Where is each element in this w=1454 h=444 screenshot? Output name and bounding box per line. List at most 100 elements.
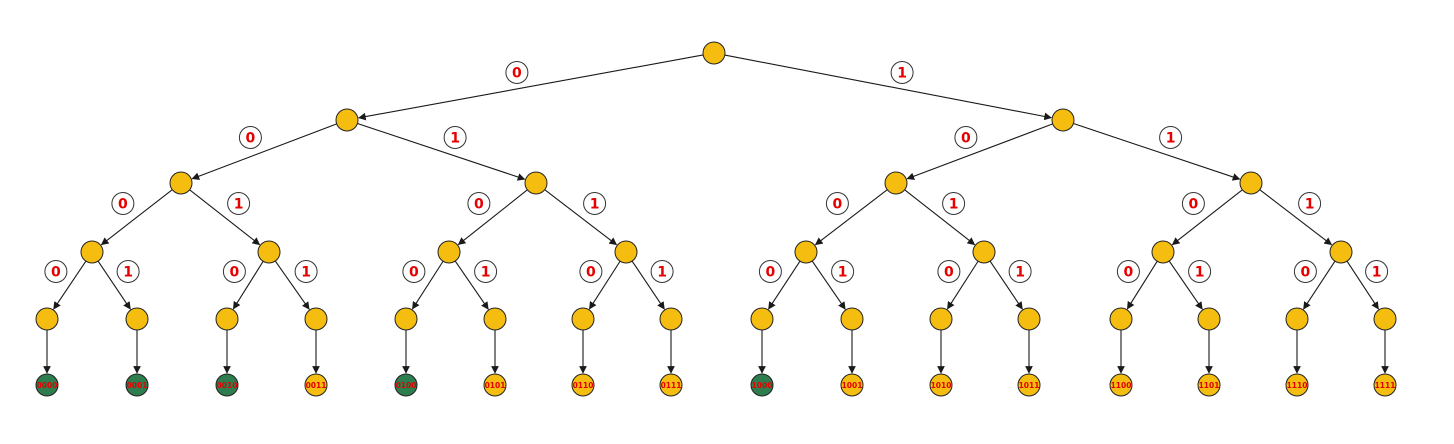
edge-label-1: 1 xyxy=(890,61,914,84)
tree-node xyxy=(215,307,239,331)
edge-label-text: 1 xyxy=(949,197,959,213)
edge-label-0: 0 xyxy=(954,126,978,149)
leaf-node: 1110 xyxy=(1285,373,1309,397)
edge-label-text: 1 xyxy=(123,265,133,281)
tree-node xyxy=(1239,171,1263,195)
leaf-label: 0010 xyxy=(217,381,238,390)
edge-left xyxy=(53,260,87,310)
edge-right xyxy=(97,260,131,310)
edge-left xyxy=(906,123,1053,180)
edge-label-circle xyxy=(227,192,251,215)
edge-label-text: 1 xyxy=(1372,265,1382,281)
edge-label-text: 0 xyxy=(409,265,419,281)
leaf-node: 1011 xyxy=(1017,373,1041,397)
leaf-label: 0110 xyxy=(573,381,594,390)
leaf-label: 0001 xyxy=(127,381,148,390)
leaf-circle xyxy=(1197,373,1221,397)
tree-node xyxy=(394,307,418,331)
edge-label-circle xyxy=(1298,192,1322,215)
edge-label-text: 1 xyxy=(1305,197,1315,213)
tree-node xyxy=(1017,307,1041,331)
edge-label-text: 1 xyxy=(234,197,244,213)
edge-label-circle xyxy=(44,260,68,283)
edge-label-circle xyxy=(1293,260,1317,283)
edge-label-1: 1 xyxy=(294,260,318,283)
leaf-label: 0011 xyxy=(306,381,327,390)
edge-left xyxy=(358,54,704,121)
leaf-label: 0111 xyxy=(661,381,682,390)
edge-label-text: 0 xyxy=(118,197,128,213)
tree-node xyxy=(702,41,726,65)
edge-label-0: 0 xyxy=(1116,260,1140,283)
leaf-label: 1010 xyxy=(931,381,952,390)
edge-left xyxy=(191,123,337,180)
edge-label-circle xyxy=(1159,126,1183,149)
leaf-circle xyxy=(750,373,774,397)
edge-label-1: 1 xyxy=(1008,260,1032,283)
leaf-label: 1000 xyxy=(752,381,773,390)
leaf-label: 1111 xyxy=(1375,381,1396,390)
tree-node xyxy=(659,307,683,331)
edge-left xyxy=(100,189,173,246)
leaf-circle xyxy=(1109,373,1133,397)
edge-label-text: 0 xyxy=(474,197,484,213)
edge-label-0: 0 xyxy=(467,192,491,215)
leaf-node: 0001 xyxy=(125,373,149,397)
leaf-circle xyxy=(840,373,864,397)
edge-label-circle xyxy=(1008,260,1032,283)
leaf-label: 1101 xyxy=(1199,381,1220,390)
edge-right xyxy=(904,189,976,246)
edge-label-circle xyxy=(650,260,674,283)
edge-left xyxy=(1303,260,1336,310)
edge-label-text: 1 xyxy=(838,265,848,281)
leaf-circle xyxy=(35,373,59,397)
edge-label-0: 0 xyxy=(402,260,426,283)
edge-label-text: 1 xyxy=(590,197,600,213)
edge-right xyxy=(989,260,1023,310)
tree-node xyxy=(125,307,149,331)
edge-left xyxy=(589,260,621,310)
edge-label-circle xyxy=(505,61,529,84)
edge-label-circle xyxy=(1188,260,1212,283)
leaf-node: 0000 xyxy=(35,373,59,397)
tree-node xyxy=(80,240,104,264)
edge-label-text: 0 xyxy=(944,265,954,281)
edge-label-1: 1 xyxy=(1159,126,1183,149)
leaf-node: 1101 xyxy=(1197,373,1221,397)
edge-label-1: 1 xyxy=(116,260,140,283)
edge-right xyxy=(724,54,1052,121)
edge-left xyxy=(814,189,888,246)
edge-right xyxy=(274,260,310,310)
edge-left xyxy=(1126,261,1158,310)
leaf-circle xyxy=(1285,373,1309,397)
edge-label-text: 1 xyxy=(450,131,460,147)
leaf-node: 1100 xyxy=(1109,373,1133,397)
leaf-label: 1001 xyxy=(842,381,863,390)
edge-label-1: 1 xyxy=(583,192,607,215)
edge-right xyxy=(357,122,526,181)
edge-label-text: 1 xyxy=(1015,265,1025,281)
edge-label-circle xyxy=(579,260,603,283)
leaf-circle xyxy=(304,373,328,397)
leaf-node: 1111 xyxy=(1373,373,1397,397)
edge-label-1: 1 xyxy=(942,192,966,215)
edge-label-circle xyxy=(954,126,978,149)
leaf-label: 1110 xyxy=(1287,381,1308,390)
edge-label-1: 1 xyxy=(1365,260,1389,283)
edge-right xyxy=(454,260,489,310)
tree-node xyxy=(1151,240,1175,264)
edge-label-0: 0 xyxy=(1293,260,1317,283)
leaf-circle xyxy=(1373,373,1397,397)
edge-label-0: 0 xyxy=(825,192,849,215)
edge-right xyxy=(1168,260,1203,310)
edge-label-circle xyxy=(1116,260,1140,283)
edge-left xyxy=(1171,189,1243,246)
edge-label-circle xyxy=(474,260,498,283)
tree-node xyxy=(929,307,953,331)
tree-node xyxy=(1109,307,1133,331)
tree-node xyxy=(614,240,638,264)
edge-label-circle xyxy=(1365,260,1389,283)
leaf-label: 0100 xyxy=(396,381,417,390)
